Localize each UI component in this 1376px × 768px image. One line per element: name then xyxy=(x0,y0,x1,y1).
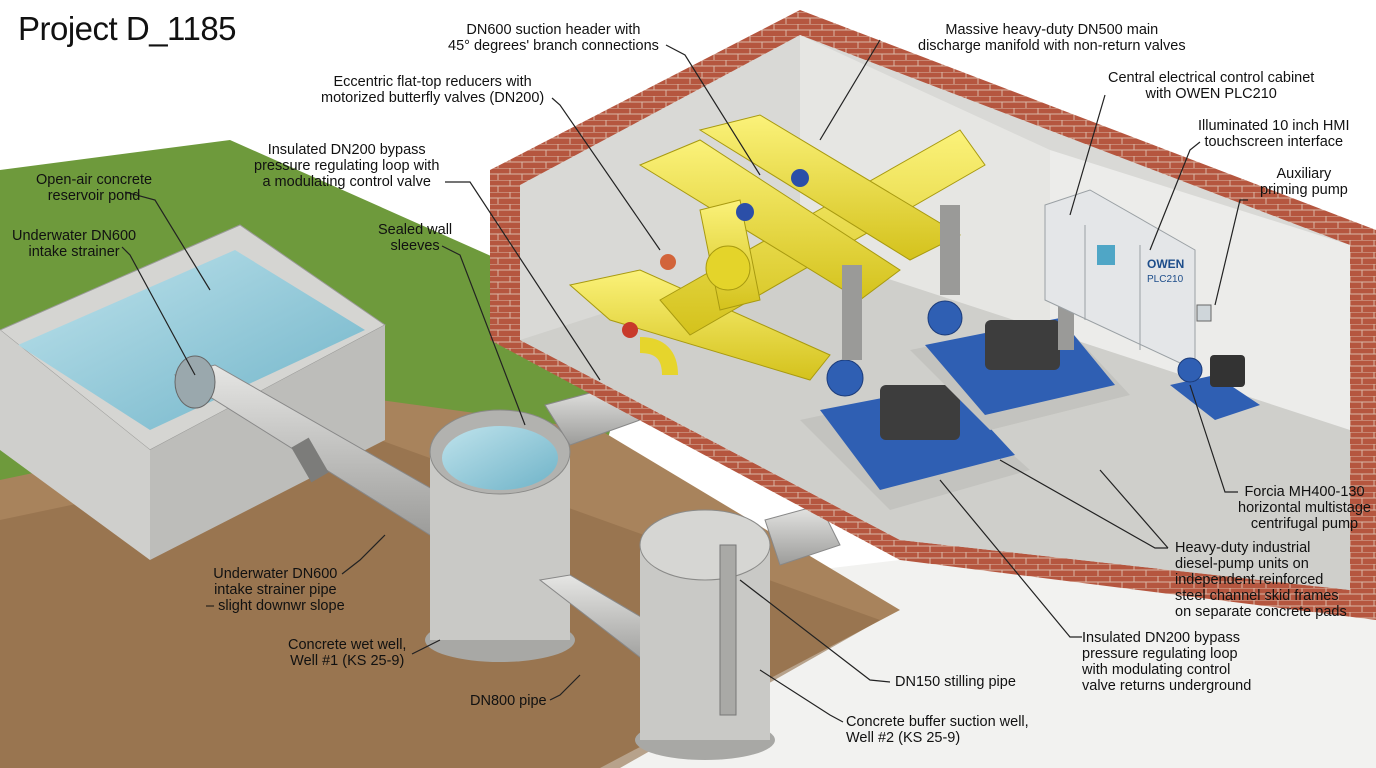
control-cabinet: OWEN PLC210 xyxy=(1044,189,1196,371)
cabinet-brand-model: PLC210 xyxy=(1147,274,1184,285)
wet-well-1 xyxy=(425,384,641,662)
leader-lines xyxy=(121,39,1248,723)
callout-dn800: DN800 pipe xyxy=(470,693,547,709)
cabinet-brand-owen: OWEN xyxy=(1147,257,1184,271)
page-title: Project D_1185 xyxy=(18,10,237,47)
pump-units xyxy=(800,205,1130,510)
buffer-well-2 xyxy=(635,504,841,760)
callout-stilling-pipe: DN150 stilling pipe xyxy=(895,674,1016,690)
priming-pump xyxy=(1170,304,1260,420)
yellow-piping xyxy=(568,114,986,381)
callout-buffer-well: Concrete buffer suction well,Well #2 (KS… xyxy=(846,714,1029,746)
callout-wet-well: Concrete wet well,Well #1 (KS 25-9) xyxy=(288,637,407,669)
reservoir-pond xyxy=(0,224,386,560)
